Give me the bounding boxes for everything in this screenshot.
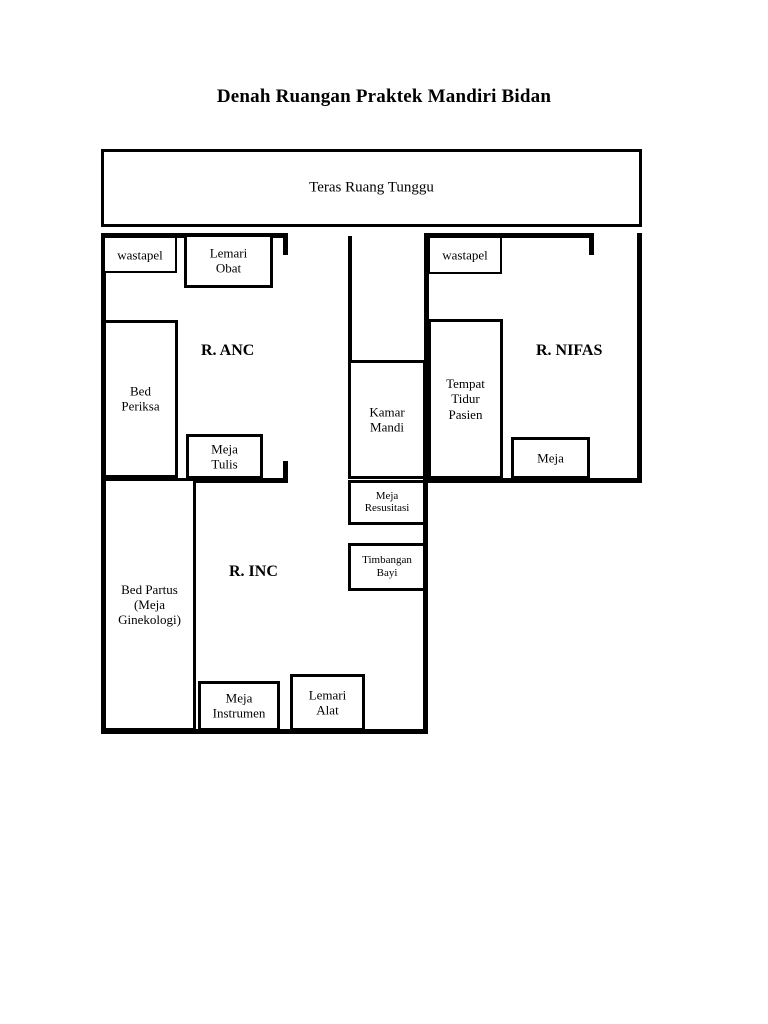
label-kamar-mandi-line1: Kamar [369, 404, 405, 420]
label-bed-partus-line1: Bed Partus [121, 581, 178, 597]
label-tempat-tidur-line2: Tidur [451, 391, 480, 407]
door-jamb-anc-top [283, 233, 288, 255]
wall-inc-bottom [101, 729, 428, 734]
furniture-meja-nifas: Meja [511, 437, 590, 479]
label-lemari-alat-line1: Lemari [308, 687, 347, 703]
room-label-inc: R. INC [229, 563, 278, 580]
label-lemari-obat-line1: Lemari [209, 245, 248, 261]
label-meja-nifas: Meja [537, 450, 564, 466]
label-bed-partus: Bed Partus (Meja Ginekologi) [106, 582, 193, 628]
label-meja-instrumen: Meja Instrumen [201, 691, 277, 722]
furniture-wastapel-anc: wastapel [103, 236, 177, 273]
label-lemari-obat-line2: Obat [215, 261, 242, 276]
furniture-lemari-alat: Lemari Alat [290, 674, 365, 731]
furniture-bed-periksa: Bed Periksa [103, 320, 178, 478]
label-lemari-alat: Lemari Alat [293, 687, 362, 718]
room-label-anc: R. ANC [201, 342, 255, 359]
label-wastapel-nifas: wastapel [442, 247, 488, 263]
label-tempat-tidur-line3: Pasien [448, 406, 483, 422]
wall-nifas-top [424, 233, 594, 238]
label-timbangan-bayi-line1: Timbangan [362, 554, 412, 567]
label-bed-periksa-line1: Bed [130, 383, 151, 399]
label-meja-tulis: Meja Tulis [189, 441, 260, 472]
room-label-nifas: R. NIFAS [536, 342, 603, 359]
label-bed-partus-line3: Ginekologi) [118, 612, 181, 628]
door-jamb-nifas-top [589, 233, 594, 255]
label-tempat-tidur-pasien: Tempat Tidur Pasien [431, 376, 500, 422]
wall-nifas-bottom [424, 478, 642, 483]
label-meja-resusitasi: Meja Resusitasi [351, 490, 423, 516]
room-label-teras: Teras Ruang Tunggu [309, 179, 434, 196]
furniture-tempat-tidur-pasien: Tempat Tidur Pasien [428, 319, 503, 479]
label-meja-resusitasi-line2: Resusitasi [364, 502, 410, 515]
label-meja-resusitasi-line1: Meja [375, 489, 399, 502]
room-teras-ruang-tunggu: Teras Ruang Tunggu [101, 149, 642, 227]
label-tempat-tidur-line1: Tempat [446, 376, 485, 392]
wall-inc-right [423, 478, 428, 734]
wall-nifas-left [424, 233, 429, 483]
label-bed-periksa: Bed Periksa [106, 384, 175, 415]
furniture-meja-tulis: Meja Tulis [186, 434, 263, 479]
page-title: Denah Ruangan Praktek Mandiri Bidan [216, 86, 552, 107]
label-bed-partus-line2: (Meja [133, 596, 166, 612]
door-jamb-anc-bottom [283, 461, 288, 483]
room-kamar-mandi: Kamar Mandi [348, 360, 426, 479]
label-lemari-obat: Lemari Obat [187, 246, 270, 277]
label-timbangan-bayi-line2: Bayi [376, 567, 398, 579]
wall-corridor-left-upper [348, 236, 352, 363]
label-timbangan-bayi: Timbangan Bayi [351, 554, 423, 580]
label-meja-tulis-line2: Tulis [211, 456, 238, 472]
furniture-bed-partus: Bed Partus (Meja Ginekologi) [103, 478, 196, 731]
label-bed-periksa-line2: Periksa [121, 399, 160, 414]
furniture-lemari-obat: Lemari Obat [184, 234, 273, 288]
furniture-meja-resusitasi: Meja Resusitasi [348, 480, 426, 525]
label-lemari-alat-line2: Alat [316, 702, 339, 718]
wall-nifas-right [637, 233, 642, 483]
label-kamar-mandi: Kamar Mandi [351, 404, 423, 435]
label-meja-instrumen-line2: Instrumen [212, 706, 266, 721]
label-wastapel-anc: wastapel [117, 246, 163, 262]
label-kamar-mandi-line2: Mandi [370, 419, 404, 435]
furniture-timbangan-bayi: Timbangan Bayi [348, 543, 426, 591]
label-meja-tulis-line1: Meja [211, 441, 238, 457]
furniture-wastapel-nifas: wastapel [428, 236, 502, 274]
furniture-meja-instrumen: Meja Instrumen [198, 681, 280, 731]
label-meja-instrumen-line1: Meja [225, 690, 253, 706]
